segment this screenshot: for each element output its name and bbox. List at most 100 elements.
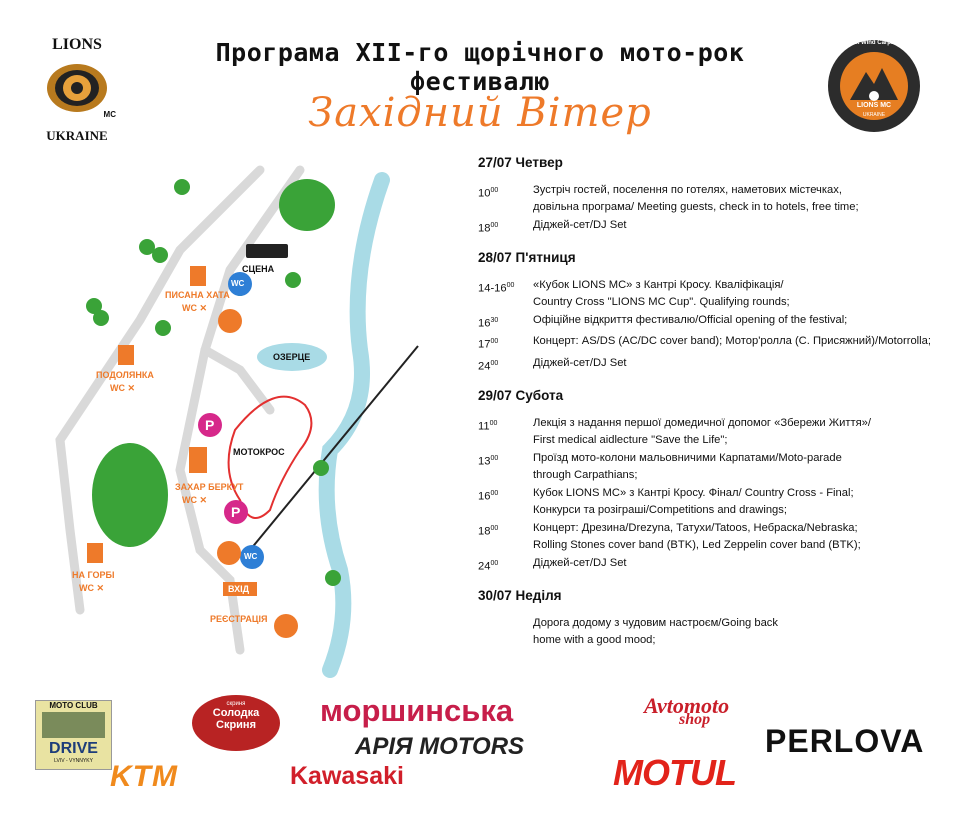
event-time-minutes: 00 xyxy=(490,489,499,497)
day-title: 28/07 П'ятниця xyxy=(478,249,576,265)
event-description: Концерт: AS/DS (AC/DC cover band); Мотор… xyxy=(533,335,931,348)
event-time: 1100 xyxy=(478,415,533,449)
label-motocross: МОТОКРОС xyxy=(233,447,285,457)
label-pysana-khata: ПИСАНА ХАТА xyxy=(165,290,230,300)
label-pysana-wc: WC ✕ xyxy=(182,303,208,313)
event-description: Лекція з надання першої домедичної допом… xyxy=(533,416,871,446)
label-na-hori-wc: WC ✕ xyxy=(79,583,105,593)
event-time-hours: 11 xyxy=(478,420,490,433)
event-time: 1000 xyxy=(478,182,533,216)
logo-mc-text: MC xyxy=(103,110,116,119)
event-time-minutes: 00 xyxy=(490,338,499,346)
event-description: Дорога додому з чудовим настроєм/Going b… xyxy=(533,616,778,646)
sponsor-ktm: KTM xyxy=(110,760,178,793)
event-description: Концерт: Дрезина/Drezyna, Татухи/Tatoos,… xyxy=(533,521,861,551)
logo-bottom-text: UKRAINE xyxy=(46,128,108,143)
logo-ring-text: XII West Wind Carpathians xyxy=(836,40,912,46)
logo-small-text: UKRAINE xyxy=(862,112,886,118)
label-ozertse: ОЗЕРЦЕ xyxy=(273,352,311,362)
event-time: 1300 xyxy=(478,450,533,484)
event-description: Офіційне відкриття фестивалю/Official op… xyxy=(533,313,848,326)
moto-club-top: MOTO CLUB xyxy=(49,701,98,710)
logo-top-text: LIONS xyxy=(52,36,102,53)
day-title: 30/07 Неділя xyxy=(478,587,562,603)
sponsor-avtomoto-shop: Avtomoto shop xyxy=(584,693,729,729)
day-title: 27/07 Четвер xyxy=(478,155,563,170)
sponsor-morshynska: моршинська xyxy=(320,693,514,728)
event-time xyxy=(478,615,533,649)
sponsor-motul: MOTUL xyxy=(613,752,737,793)
event-time-minutes: 00 xyxy=(490,187,499,194)
program-title: Програма XII-го щорічного мото-рок фести… xyxy=(215,38,745,96)
moto-club-name: DRIVE xyxy=(49,740,98,757)
sponsor-moto-club-drive: MOTO CLUB DRIVE LVIV - VYNNYKY xyxy=(35,700,112,770)
sponsor-apia-motors: APIЯ MOTORS xyxy=(355,733,525,760)
map-roads xyxy=(55,165,305,655)
festival-emblem-icon xyxy=(828,40,920,132)
wc-pin-label-bottom: WC xyxy=(244,552,258,561)
event-time-hours: 13 xyxy=(478,455,491,468)
event-time-minutes: 30 xyxy=(490,316,499,324)
lion-emblem-icon xyxy=(47,64,107,112)
motocross-track xyxy=(227,395,313,519)
label-podolyanka: ПОДОЛЯНКА xyxy=(96,370,154,380)
event-time-minutes: 00 xyxy=(489,419,498,427)
event-description: Кубок LIONS MC» з Кантрі Кросу. Фінал/ C… xyxy=(533,486,854,516)
event-description: «Кубок LIONS MC» з Кантрі Кросу. Кваліфі… xyxy=(533,278,790,308)
wc-pin-label-top: WC xyxy=(231,279,245,288)
event-time-minutes: 00 xyxy=(490,360,499,368)
event-time: 2400 xyxy=(478,355,533,376)
schedule-event: 1600 Кубок LIONS MC» з Кантрі Кросу. Фіна… xyxy=(478,485,948,519)
event-time-hours: 10 xyxy=(478,187,491,200)
label-na-hori: НА ГОРБІ xyxy=(72,570,115,580)
event-time-minutes: 00 xyxy=(506,281,515,289)
event-time-hours: 18 xyxy=(478,525,491,538)
moto-club-sub: LVIV - VYNNYKY xyxy=(54,758,93,764)
west-wind-logo: LIONS MC XII West Wind Carpathians UKRAI… xyxy=(826,38,922,134)
wc-pins xyxy=(228,272,264,569)
parking-pin-label-bottom: P xyxy=(231,504,241,520)
parking-pin-label-top: P xyxy=(205,417,215,433)
event-time: 14-1600 xyxy=(478,277,533,311)
label-zakhar-berkut: ЗАХАР БЕРКУТ xyxy=(175,482,244,492)
lake xyxy=(257,343,327,371)
event-time-hours: 16 xyxy=(478,490,491,503)
event-time: 2400 xyxy=(478,555,533,576)
avtomoto-sub: shop xyxy=(679,711,711,728)
event-description: Діджей-сет/DJ Set xyxy=(533,357,627,370)
label-zakhar-wc: WC ✕ xyxy=(182,495,208,505)
event-time-minutes: 00 xyxy=(490,222,499,229)
event-time: 1700 xyxy=(478,333,533,354)
food-pins xyxy=(217,309,298,638)
campsite-north xyxy=(279,179,335,231)
event-time-hours: 14-16 xyxy=(478,282,507,295)
logo-center-text: LIONS MC xyxy=(856,102,892,109)
schedule-event: 1630 Офіційне відкриття фестивалю/Officia… xyxy=(478,312,948,333)
sponsor-perlova: PERLOVA xyxy=(765,723,925,759)
avtomoto-name: Avtomoto xyxy=(644,693,730,718)
river xyxy=(318,172,390,678)
event-time-hours: 17 xyxy=(478,339,491,352)
event-time-minutes: 00 xyxy=(490,454,499,462)
event-time-hours: 18 xyxy=(478,222,491,235)
moto-club-photo xyxy=(42,712,105,738)
event-time: 1800 xyxy=(478,217,533,238)
event-time-hours: 16 xyxy=(478,317,491,330)
schedule-event: Дорога додому з чудовим настроєм/Going b… xyxy=(478,615,948,649)
schedule-event: 14-1600«Кубок LIONS MC» з Кантрі Кросу. … xyxy=(478,277,948,311)
entrance-sign xyxy=(223,582,257,596)
stage-icon xyxy=(246,244,288,258)
trees xyxy=(86,179,341,586)
label-registration: РЕЄСТРАЦІЯ xyxy=(210,614,268,624)
event-description: Зустріч гостей, поселення по готелях, на… xyxy=(533,184,859,213)
